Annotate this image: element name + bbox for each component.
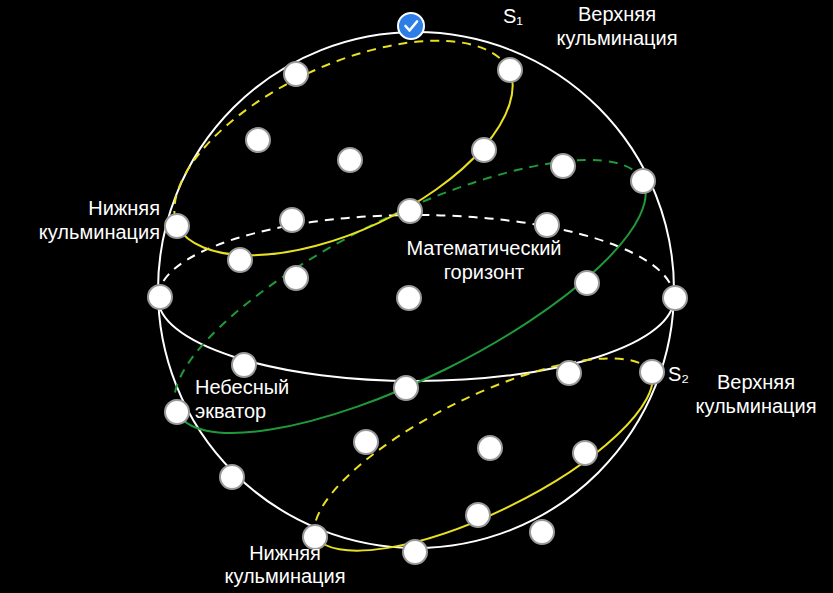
point-marker: [398, 199, 422, 223]
s1-path-back: [174, 41, 510, 226]
s1-path-front: [177, 70, 513, 255]
horizon-back: [158, 215, 674, 298]
s2-path-front: [315, 372, 653, 551]
point-marker: [232, 353, 256, 377]
annotation-label: Верхняя кульминация: [542, 2, 692, 50]
point-marker: [466, 503, 490, 527]
point-marker: [394, 376, 418, 400]
point-marker: [631, 169, 655, 193]
check-circle: [398, 13, 424, 39]
horizon-front: [158, 298, 674, 381]
point-marker: [228, 248, 252, 272]
sphere-outline: [158, 32, 674, 548]
checked-marker: [398, 13, 424, 39]
point-marker: [280, 208, 304, 232]
point-marker: [165, 400, 189, 424]
annotation-label: Математический горизонт: [396, 236, 572, 284]
check-mark: [406, 22, 418, 31]
annotation-label: S₂: [668, 362, 689, 386]
point-marker: [338, 148, 362, 172]
annotation-label: Небесный экватор: [195, 375, 317, 423]
point-marker: [557, 361, 581, 385]
point-marker: [535, 213, 559, 237]
point-marker: [663, 286, 687, 310]
point-marker: [165, 214, 189, 238]
point-marker: [403, 540, 427, 564]
annotation-label: Нижняя кульминация: [18, 196, 160, 244]
point-marker: [354, 430, 378, 454]
point-marker: [530, 520, 554, 544]
point-marker: [397, 286, 421, 310]
annotation-label: Нижняя кульминация: [210, 542, 360, 588]
point-marker: [284, 266, 308, 290]
point-marker: [246, 128, 270, 152]
point-marker: [498, 58, 522, 82]
point-marker: [575, 271, 599, 295]
point-marker: [551, 154, 575, 178]
point-marker: [472, 138, 496, 162]
annotation-label: Верхняя кульминация: [686, 370, 826, 418]
point-marker: [573, 441, 597, 465]
point-marker: [220, 465, 244, 489]
annotation-label: S₁: [503, 4, 523, 28]
point-marker: [148, 285, 172, 309]
equator-back: [174, 160, 643, 412]
equator-front: [177, 181, 646, 433]
point-marker: [284, 62, 308, 86]
point-marker: [478, 436, 502, 460]
point-marker: [640, 360, 664, 384]
marker-group: [148, 58, 687, 564]
